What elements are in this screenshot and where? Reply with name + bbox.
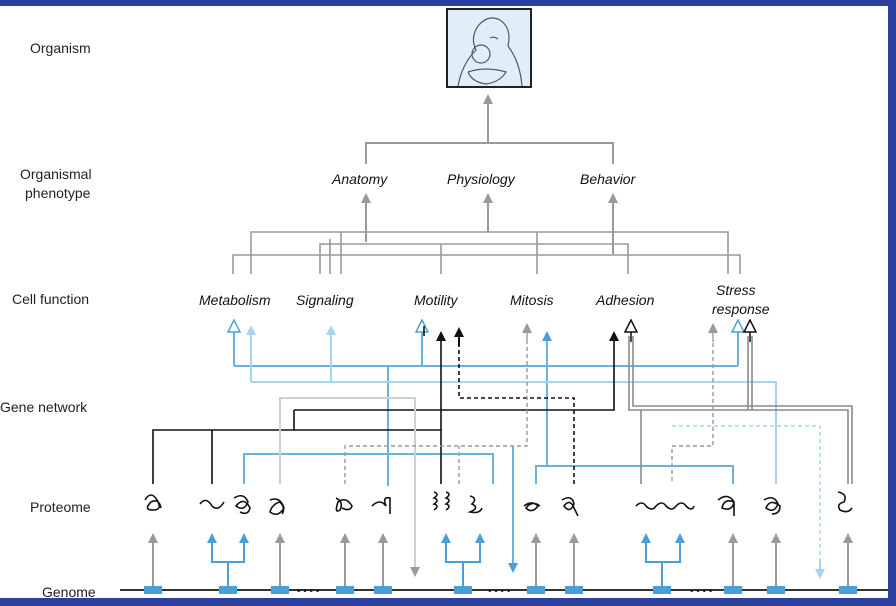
protein-5 <box>335 497 353 512</box>
cell-function-brackets <box>232 231 741 274</box>
protein-3 <box>233 494 251 515</box>
level-label-genome: Genome <box>42 584 96 598</box>
slide-border <box>888 0 896 606</box>
cell-function-motility: Motility <box>414 292 459 308</box>
cell-function-adhesion: Adhesion <box>595 292 655 308</box>
genome-to-proteome-gray <box>148 533 853 586</box>
organism-image <box>446 8 532 88</box>
protein-9 <box>523 502 541 512</box>
protein-6 <box>371 496 391 514</box>
level-label-proteome: Proteome <box>30 499 91 515</box>
cell-function-stress: Stress <box>716 282 756 298</box>
phenotype-behavior: Behavior <box>580 171 637 187</box>
protein-7 <box>432 491 450 511</box>
cell-function-mitosis: Mitosis <box>510 292 554 308</box>
cell-function-signaling: Signaling <box>296 292 354 308</box>
gene-network-black <box>152 326 619 484</box>
protein-8 <box>467 495 483 514</box>
level-label-organism: Organism <box>30 40 91 56</box>
protein-10 <box>561 496 579 517</box>
phenotype-bracket <box>365 142 614 164</box>
gene-to-organism-diagram: Organism Organismal phenotype Cell funct… <box>0 8 888 598</box>
genome-to-proteome-blue <box>207 533 685 586</box>
genome-genes <box>144 586 857 594</box>
gene-network-dashed-gray <box>344 336 714 484</box>
protein-12 <box>717 495 735 516</box>
protein-1 <box>144 494 162 511</box>
cell-function-metabolism: Metabolism <box>199 292 271 308</box>
cell-function-response: response <box>712 301 770 317</box>
phenotype-physiology: Physiology <box>447 171 516 187</box>
gene-network-blue <box>234 326 738 486</box>
genome-gap-3: • • • • <box>690 586 713 597</box>
protein-13 <box>763 496 781 515</box>
protein-11 <box>635 502 695 510</box>
level-label-phenotype: phenotype <box>25 185 91 201</box>
phenotype-anatomy: Anatomy <box>331 171 388 187</box>
level-label-gene-network: Gene network <box>0 399 88 415</box>
diagram-frame: Organism Organismal phenotype Cell funct… <box>0 6 888 598</box>
level-label-cell-function: Cell function <box>12 291 89 307</box>
gene-network-light-gray <box>279 397 416 566</box>
proteome-proteins <box>144 491 853 517</box>
gene-network-gray-double <box>628 336 853 484</box>
genome-gap-1: • • • • <box>297 586 320 597</box>
protein-14 <box>837 491 853 513</box>
protein-4 <box>269 498 285 516</box>
level-label-organismal: Organismal <box>20 166 92 182</box>
genome-gap-2: • • • • <box>488 586 511 597</box>
gene-network-dashed-blue <box>672 425 821 566</box>
protein-2 <box>199 499 225 510</box>
gene-network-light-blue <box>246 325 777 484</box>
